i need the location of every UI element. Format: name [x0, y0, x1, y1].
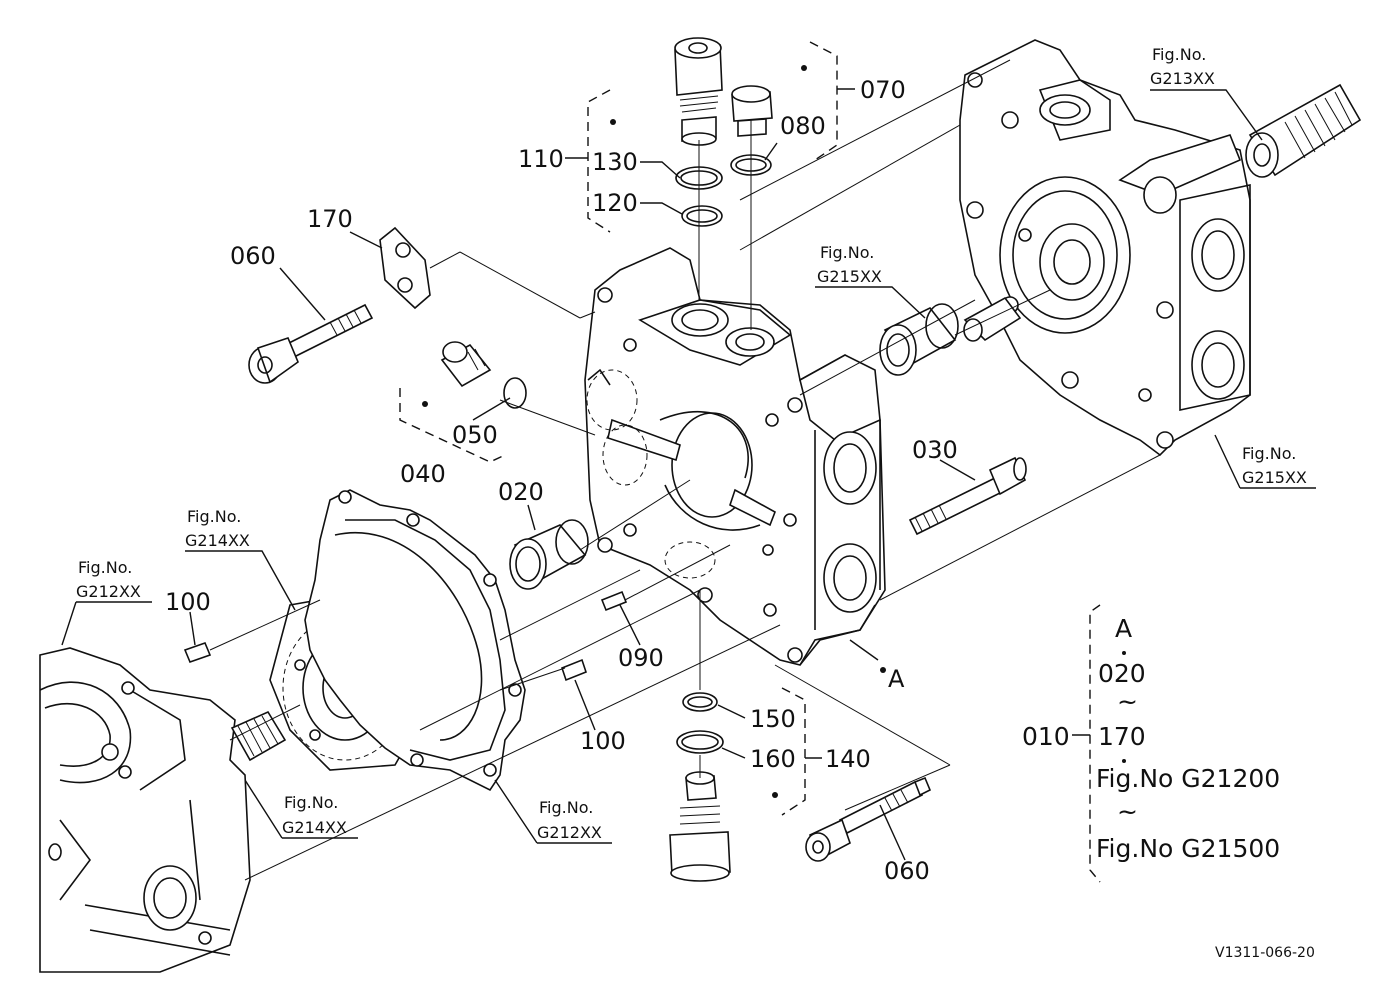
callout-080: 080 — [780, 112, 826, 140]
fig-ref-g212b-code: G212XX — [537, 823, 602, 842]
plate-170 — [379, 226, 431, 310]
o-ring-050 — [503, 377, 527, 409]
callout-130: 130 — [592, 148, 638, 176]
callout-040: 040 — [400, 460, 446, 488]
pin-090 — [600, 590, 628, 612]
callout-020: 020 — [498, 478, 544, 506]
legend-assembly-number: 010 — [1022, 722, 1070, 751]
callout-leaders — [189, 88, 1090, 861]
callout-150: 150 — [750, 705, 796, 733]
callout-120: 120 — [592, 189, 638, 217]
relief-valve-bottom — [669, 771, 731, 882]
assembly-legend: 010 A 020 ~ 170 Fig.No G21200 ~ Fig.No G… — [1022, 614, 1280, 863]
fig-ref-g213-code: G213XX — [1150, 69, 1215, 88]
legend-line-g21500: Fig.No G21500 — [1096, 834, 1280, 863]
group-brackets — [399, 41, 1101, 883]
right-housing — [959, 39, 1251, 457]
callout-160: 160 — [750, 745, 796, 773]
assembly-lines — [209, 59, 1161, 881]
callout-100-left: 100 — [165, 588, 211, 616]
legend-line-170: 170 — [1098, 722, 1146, 751]
bearing-g215 — [879, 303, 959, 376]
plug-050 — [440, 341, 492, 388]
legend-tilde-2: ~ — [1117, 797, 1138, 826]
callout-070: 070 — [860, 76, 906, 104]
left-housing — [39, 647, 287, 973]
callout-060-upper: 060 — [230, 242, 276, 270]
o-ring-120 — [681, 205, 723, 227]
legend-line-020: 020 — [1098, 659, 1146, 688]
bolt-060-upper — [248, 303, 374, 384]
fig-ref-g215a-code: G215XX — [817, 267, 882, 286]
plug-080 — [731, 85, 773, 137]
bolt-030 — [908, 456, 1027, 536]
callout-090: 090 — [618, 644, 664, 672]
gasket-body — [304, 489, 526, 792]
pin-100-b — [561, 658, 587, 682]
fig-ref-g215a-title: Fig.No. — [820, 243, 874, 262]
input-shaft — [1245, 83, 1362, 178]
relief-valve-top — [674, 37, 723, 146]
pin-100-a — [183, 641, 212, 664]
callout-100-center: 100 — [580, 727, 626, 755]
callout-030: 030 — [912, 436, 958, 464]
callout-170: 170 — [307, 205, 353, 233]
callout-A: A — [888, 665, 905, 693]
fig-ref-leaders — [61, 89, 1316, 844]
fig-ref-g214a-code: G214XX — [185, 531, 250, 550]
fig-ref-g212a-title: Fig.No. — [78, 558, 132, 577]
fig-ref-g214b-code: G214XX — [282, 818, 347, 837]
fig-ref-g215b-title: Fig.No. — [1242, 444, 1296, 463]
drawing-code: V1311-066-20 — [1215, 945, 1315, 961]
fig-ref-g214b-title: Fig.No. — [284, 793, 338, 812]
legend-line-g21200: Fig.No G21200 — [1096, 764, 1280, 793]
bearing-020 — [509, 519, 589, 590]
o-ring-160 — [676, 730, 724, 754]
o-ring-150 — [682, 692, 718, 712]
callout-050: 050 — [452, 421, 498, 449]
callout-110: 110 — [518, 145, 564, 173]
callout-140: 140 — [825, 745, 871, 773]
legend-line-a: A — [1115, 614, 1132, 643]
callout-060-lower: 060 — [884, 857, 930, 885]
fig-ref-g213-title: Fig.No. — [1152, 45, 1206, 64]
fig-ref-g212b-title: Fig.No. — [539, 798, 593, 817]
legend-tilde-1: ~ — [1117, 687, 1138, 716]
fig-ref-g215b-code: G215XX — [1242, 468, 1307, 487]
fig-ref-g212a-code: G212XX — [76, 582, 141, 601]
valve-block — [584, 247, 886, 666]
fig-ref-g214a-title: Fig.No. — [187, 507, 241, 526]
bolt-060-lower — [805, 776, 932, 862]
